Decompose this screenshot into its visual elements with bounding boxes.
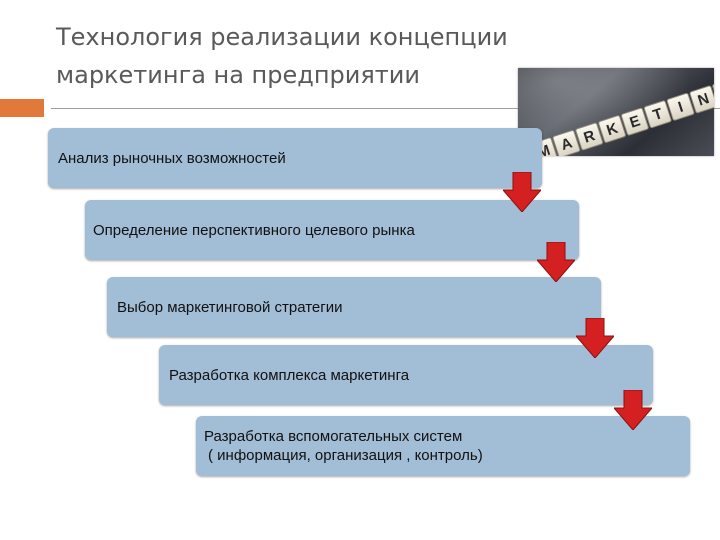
- down-arrow-icon: [576, 318, 614, 358]
- step-label: Разработка вспомогательных систем: [204, 428, 463, 445]
- tile-letter: N: [696, 90, 712, 110]
- down-arrow-icon: [537, 242, 575, 282]
- step-label: Анализ рыночных возможностей: [58, 149, 286, 167]
- down-arrow-icon: [614, 390, 652, 430]
- step-strategy: Выбор маркетинговой стратегии: [107, 277, 601, 337]
- scrabble-tiles-photo: M A R K E T I N G: [518, 68, 714, 156]
- step-label: Определение перспективного целевого рынк…: [93, 221, 415, 239]
- down-arrow-icon: [503, 172, 541, 212]
- tile-letter: R: [582, 127, 598, 147]
- step-label: Выбор маркетинговой стратегии: [117, 298, 343, 316]
- step-detail: ( информация, организация , контроль): [208, 447, 483, 464]
- step-market-analysis: Анализ рыночных возможностей: [48, 128, 542, 188]
- step-support-systems: Разработка вспомогательных систем ( инфо…: [196, 416, 690, 476]
- tile-letter: I: [676, 99, 685, 116]
- tile-letter: E: [628, 112, 643, 131]
- slide-title: Технология реализации концепции маркетин…: [56, 23, 508, 89]
- step-target-market: Определение перспективного целевого рынк…: [85, 200, 579, 260]
- tile-letter: A: [559, 135, 575, 155]
- tile-letter: K: [604, 120, 620, 140]
- accent-bar: [0, 99, 44, 117]
- divider-line: [51, 108, 720, 109]
- step-marketing-mix: Разработка комплекса маркетинга: [159, 345, 653, 405]
- step-label: Разработка комплекса маркетинга: [169, 366, 410, 384]
